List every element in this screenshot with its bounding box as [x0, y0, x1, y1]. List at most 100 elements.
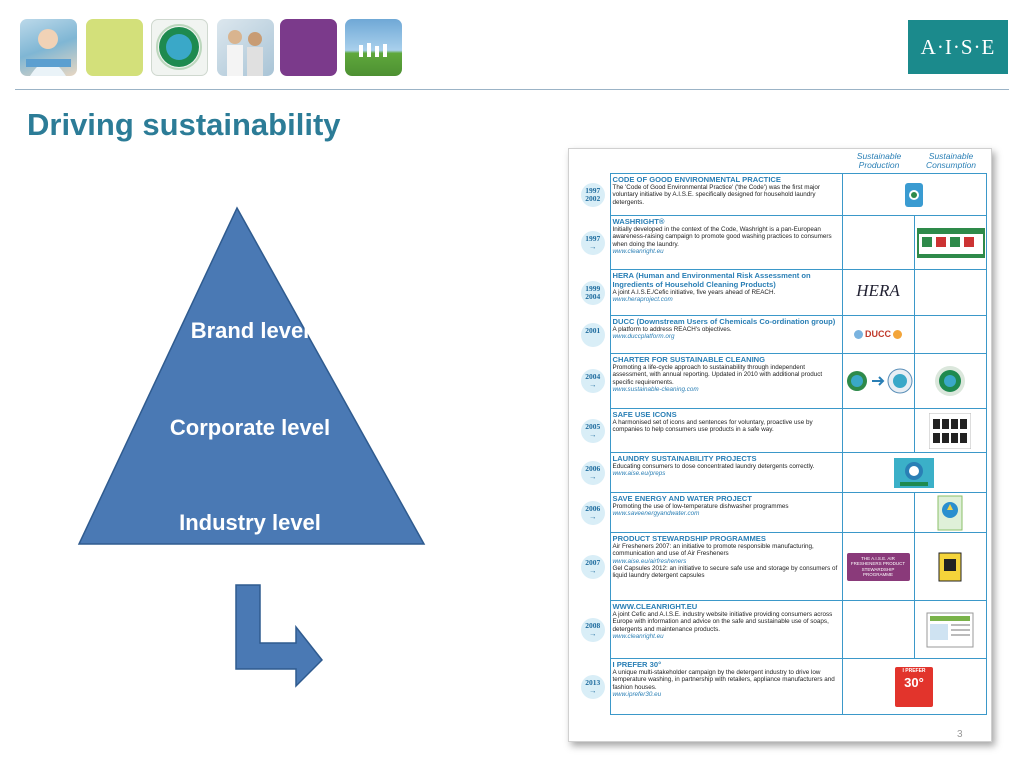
year-badge: 2005 → — [580, 418, 605, 443]
safe-use-icons-grid — [929, 412, 971, 449]
row-url[interactable]: www.aise.eu/preps — [612, 470, 666, 478]
row-icons — [913, 408, 987, 453]
row-icons — [913, 215, 987, 270]
row-body: A platform to address REACH's objectives… — [612, 326, 732, 333]
people-field-icon — [359, 43, 387, 57]
year-badge: 1997 2002 — [580, 182, 605, 207]
woman-towels-photo — [20, 19, 77, 76]
laundry-project-icon — [894, 457, 934, 488]
row-url[interactable]: www.duccplatform.org — [612, 333, 675, 341]
row-title: LAUNDRY SUSTAINABILITY PROJECTS — [612, 454, 757, 463]
row-url[interactable]: www.aise.eu/airfresheners — [612, 557, 687, 565]
row-body-2: Gel Capsules 2012: an initiative to secu… — [612, 564, 838, 580]
pyramid-diagram — [77, 206, 426, 545]
header-divider — [15, 89, 1009, 90]
year-badge: 1997 → — [580, 230, 605, 255]
year-badge: 2013 → — [580, 674, 605, 699]
table-row: 1997 2002 CODE OF GOOD ENVIRONMENTAL PRA… — [576, 173, 987, 216]
washright-icons-strip — [916, 227, 985, 258]
charter-seals-icon — [846, 368, 912, 394]
row-body: Promoting a life-cycle approach to susta… — [612, 364, 823, 386]
ducc-logo: DUCC — [865, 328, 891, 339]
row-body: Educating consumers to dose concentrated… — [612, 463, 815, 470]
iprefer30-value: 30° — [904, 674, 924, 690]
row-title: DUCC (Downstream Users of Chemicals Co-o… — [612, 317, 836, 326]
row-title: CHARTER FOR SUSTAINABLE CLEANING — [612, 355, 766, 364]
row-icons: HERA — [841, 269, 915, 316]
year-badge: 2006 → — [580, 500, 605, 525]
row-icons: THE A.I.S.E. AIR FRESHENERS PRODUCT STEW… — [841, 532, 915, 601]
page-number: 3 — [957, 729, 963, 740]
row-url[interactable]: www.heraproject.com — [612, 296, 673, 304]
hera-logo: HERA — [856, 280, 900, 300]
seal-icon — [156, 24, 202, 70]
row-title: WASHRIGHT® — [612, 217, 665, 226]
year-badge: 2008 → — [580, 617, 605, 642]
row-title: HERA (Human and Environmental Risk Asses… — [612, 271, 811, 289]
row-body: A harmonised set of icons and sentences … — [612, 419, 813, 434]
field-people-photo — [345, 19, 402, 76]
year-badge: 2001 — [580, 322, 605, 347]
year-badge: 2006 → — [580, 460, 605, 485]
row-body: Promoting the use of low-temperature dis… — [612, 503, 789, 510]
orange-dot-icon — [892, 330, 902, 339]
timeline-table: 1997 2002 CODE OF GOOD ENVIRONMENTAL PRA… — [576, 173, 987, 715]
timeline-document: Sustainable Production Sustainable Consu… — [568, 148, 992, 742]
table-row: 2013 → I PREFER 30°A unique multi-stakeh… — [576, 658, 987, 715]
row-title: CODE OF GOOD ENVIRONMENTAL PRACTICE — [612, 175, 781, 184]
air-freshener-badge: THE A.I.S.E. AIR FRESHENERS PRODUCT STEW… — [846, 552, 910, 581]
row-url[interactable]: www.sustainable-cleaning.com — [612, 385, 699, 393]
aise-logo: A·I·S·E — [908, 20, 1008, 74]
iprefer30-small-text: I PREFER — [902, 667, 926, 674]
table-row: 2001 DUCC (Downstream Users of Chemicals… — [576, 315, 987, 354]
charter-seal-large-icon — [935, 366, 965, 396]
pyramid-level-industry: Industry level — [179, 510, 321, 535]
row-icons — [841, 452, 987, 493]
row-title: PRODUCT STEWARDSHIP PROGRAMMES — [612, 534, 766, 543]
col-header-production: Sustainable Production — [856, 151, 902, 170]
sustainability-seal-photo — [151, 19, 208, 76]
row-url[interactable]: www.saveenergyandwater.com — [612, 510, 700, 518]
row-body: The 'Code of Good Environmental Practice… — [612, 184, 820, 206]
row-body: Initially developed in the context of th… — [612, 226, 832, 248]
globe-icon — [854, 330, 864, 339]
bent-arrow-icon — [235, 584, 324, 688]
year-badge: 2004 → — [580, 369, 605, 393]
row-body: A unique multi-stakeholder campaign by t… — [612, 669, 835, 691]
family-photo — [217, 19, 274, 76]
woman-icon — [26, 29, 71, 76]
table-row: 1997 → WASHRIGHT®Initially developed in … — [576, 215, 987, 270]
year-badge: 2007 → — [580, 554, 605, 579]
row-title: SAFE USE ICONS — [612, 410, 677, 419]
pyramid-level-corporate: Corporate level — [169, 415, 331, 440]
row-icons — [841, 173, 987, 216]
lime-square — [86, 19, 143, 76]
col-header-consumption: Sustainable Consumption — [925, 151, 977, 170]
table-row: 1999 2004 HERA (Human and Environmental … — [576, 269, 987, 316]
row-url[interactable]: www.cleanright.eu — [612, 247, 664, 255]
row-icons: DUCC — [841, 315, 915, 354]
row-url[interactable]: www.cleanright.eu — [612, 632, 664, 640]
row-body: A joint A.I.S.E./Cefic initiative, five … — [612, 289, 776, 296]
save-energy-water-icon — [937, 495, 963, 530]
gel-capsule-warning-icon — [938, 552, 962, 581]
row-icons — [841, 353, 915, 409]
row-title: I PREFER 30° — [612, 660, 662, 669]
row-icons — [913, 600, 987, 659]
washright-pack-icon — [905, 182, 923, 207]
pyramid-level-brand: Brand level — [190, 318, 310, 343]
row-icons — [913, 492, 987, 533]
row-url[interactable]: www.iprefer30.eu — [612, 690, 662, 698]
row-body: Air Fresheners 2007: an initiative to pr… — [612, 543, 814, 558]
page-title: Driving sustainability — [27, 107, 341, 142]
row-body: A joint Cefic and A.I.S.E. industry webs… — [612, 611, 833, 633]
purple-square — [280, 19, 337, 76]
